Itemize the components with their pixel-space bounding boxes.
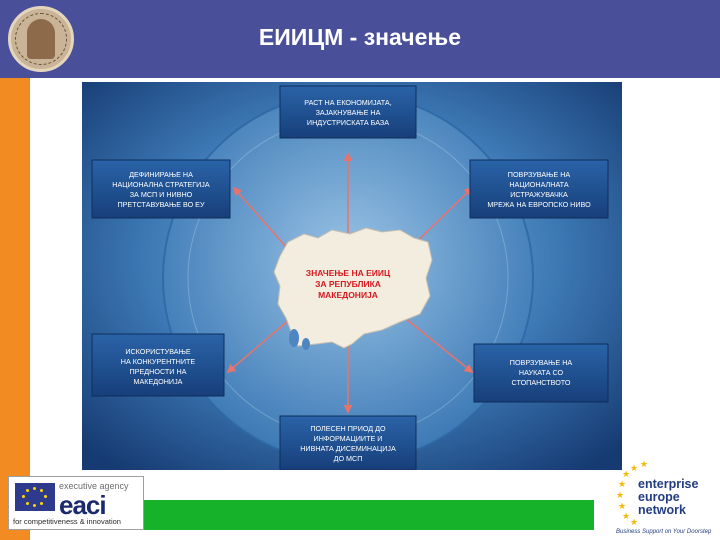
star-icon: ★ — [618, 501, 627, 511]
box-bottom-line-4: ДО МСП — [334, 454, 363, 463]
box-lower-left-line-3: ПРЕДНОСТИ НА — [130, 367, 187, 376]
eaci-logo: executive agency eaci for competitivenes… — [8, 476, 144, 530]
box-upper-right-line-2: НАЦИОНАЛНАТА — [509, 180, 568, 189]
lake-ohrid — [289, 329, 299, 347]
macedonia-map — [273, 227, 433, 349]
center-label-line-1: ЗНАЧЕЊЕ НА ЕИИЦ — [306, 268, 391, 278]
box-lower-left-line-4: МАКЕДОНИЈА — [134, 377, 183, 386]
star-icon: ★ — [622, 469, 631, 479]
box-top-line-3: ИНДУСТРИСКАТА БАЗА — [307, 118, 389, 127]
box-lower-right-line-2: НАУКАТА СО — [519, 368, 564, 377]
star-icon: ★ — [630, 463, 639, 473]
star-icon: ★ — [630, 517, 639, 527]
box-upper-right: ПОВРЗУВАЊЕ НА НАЦИОНАЛНАТА ИСТРАЖУВАЧКА … — [469, 159, 609, 219]
box-lower-right: ПОВРЗУВАЊЕ НА НАУКАТА СО СТОПАНСТВОТО — [473, 343, 609, 403]
box-bottom: ПОЛЕСЕН ПРИОД ДО ИНФОРМАЦИИТЕ И НИВНАТА … — [279, 415, 417, 470]
significance-diagram: ЗНАЧЕЊЕ НА ЕИИЦ ЗА РЕПУБЛИКА МАКЕДОНИЈА … — [82, 82, 622, 470]
center-label-line-3: МАКЕДОНИЈА — [318, 290, 378, 300]
box-lower-right-line-1: ПОВРЗУВАЊЕ НА — [510, 358, 573, 367]
eu-flag-icon — [15, 483, 55, 511]
box-bottom-line-3: НИВНАТА ДИСЕМИНАЦИЈА — [300, 444, 396, 453]
box-upper-left-line-2: НАЦИОНАЛНА СТРАТЕГИЈА — [112, 180, 210, 189]
seal-ring — [15, 13, 67, 65]
box-top: РАСТ НА ЕКОНОМИЈАТА, ЗАЈАКНУВАЊЕ НА ИНДУ… — [279, 85, 417, 139]
arrow-lower-left — [226, 313, 297, 374]
een-line-3: network — [638, 503, 686, 517]
box-bottom-line-1: ПОЛЕСЕН ПРИОД ДО — [310, 424, 386, 433]
star-icon: ★ — [622, 511, 631, 521]
box-upper-left-line-3: ЗА МСП И НИВНО — [130, 190, 193, 199]
green-footer-bar — [142, 500, 594, 530]
een-line-2: europe — [638, 490, 680, 504]
slide-title: ЕИИЦМ - значење — [258, 24, 462, 50]
box-upper-left-line-4: ПРЕТСТАВУВАЊЕ ВО ЕУ — [117, 200, 204, 209]
box-lower-left-line-2: НА КОНКУРЕНТНИТЕ — [121, 357, 196, 366]
star-icon: ★ — [618, 479, 627, 489]
box-upper-right-line-3: ИСТРАЖУВАЧКА — [510, 190, 568, 199]
eaci-top-text: executive agency — [59, 481, 129, 491]
box-lower-right-line-3: СТОПАНСТВОТО — [512, 378, 571, 387]
box-upper-right-line-1: ПОВРЗУВАЊЕ НА — [508, 170, 571, 179]
box-lower-left: ИСКОРИСТУВАЊЕ НА КОНКУРЕНТНИТЕ ПРЕДНОСТИ… — [91, 333, 225, 397]
een-line-1: enterprise — [638, 477, 699, 491]
box-top-line-2: ЗАЈАКНУВАЊЕ НА — [316, 108, 381, 117]
center-label-line-2: ЗА РЕПУБЛИКА — [315, 279, 381, 289]
orange-side-bar — [0, 78, 30, 540]
box-top-line-1: РАСТ НА ЕКОНОМИЈАТА, — [304, 98, 391, 107]
box-lower-left-line-1: ИСКОРИСТУВАЊЕ — [125, 347, 191, 356]
enterprise-europe-network-logo: ★ ★ ★ ★ ★ ★ ★ ★ enterprise europe networ… — [604, 458, 716, 540]
box-upper-right-line-4: МРЕЖА НА ЕВРОПСКО НИВО — [487, 200, 591, 209]
star-icon: ★ — [640, 459, 649, 469]
arrow-lower-right — [399, 313, 474, 374]
university-seal-logo — [8, 6, 74, 72]
eaci-name: eaci — [59, 490, 107, 520]
box-bottom-line-2: ИНФОРМАЦИИТЕ И — [314, 434, 383, 443]
header-bar: ЕИИЦМ - значење — [0, 0, 720, 78]
seal-figure-icon — [27, 19, 55, 59]
een-tagline: Business Support on Your Doorstep — [616, 529, 712, 535]
box-upper-left: ДЕФИНИРАЊЕ НА НАЦИОНАЛНА СТРАТЕГИЈА ЗА М… — [91, 159, 231, 219]
lake-prespa — [302, 338, 310, 350]
box-upper-left-line-1: ДЕФИНИРАЊЕ НА — [129, 170, 193, 179]
eaci-bottom-text: for competitiveness & innovation — [13, 517, 121, 526]
star-icon: ★ — [616, 490, 625, 500]
